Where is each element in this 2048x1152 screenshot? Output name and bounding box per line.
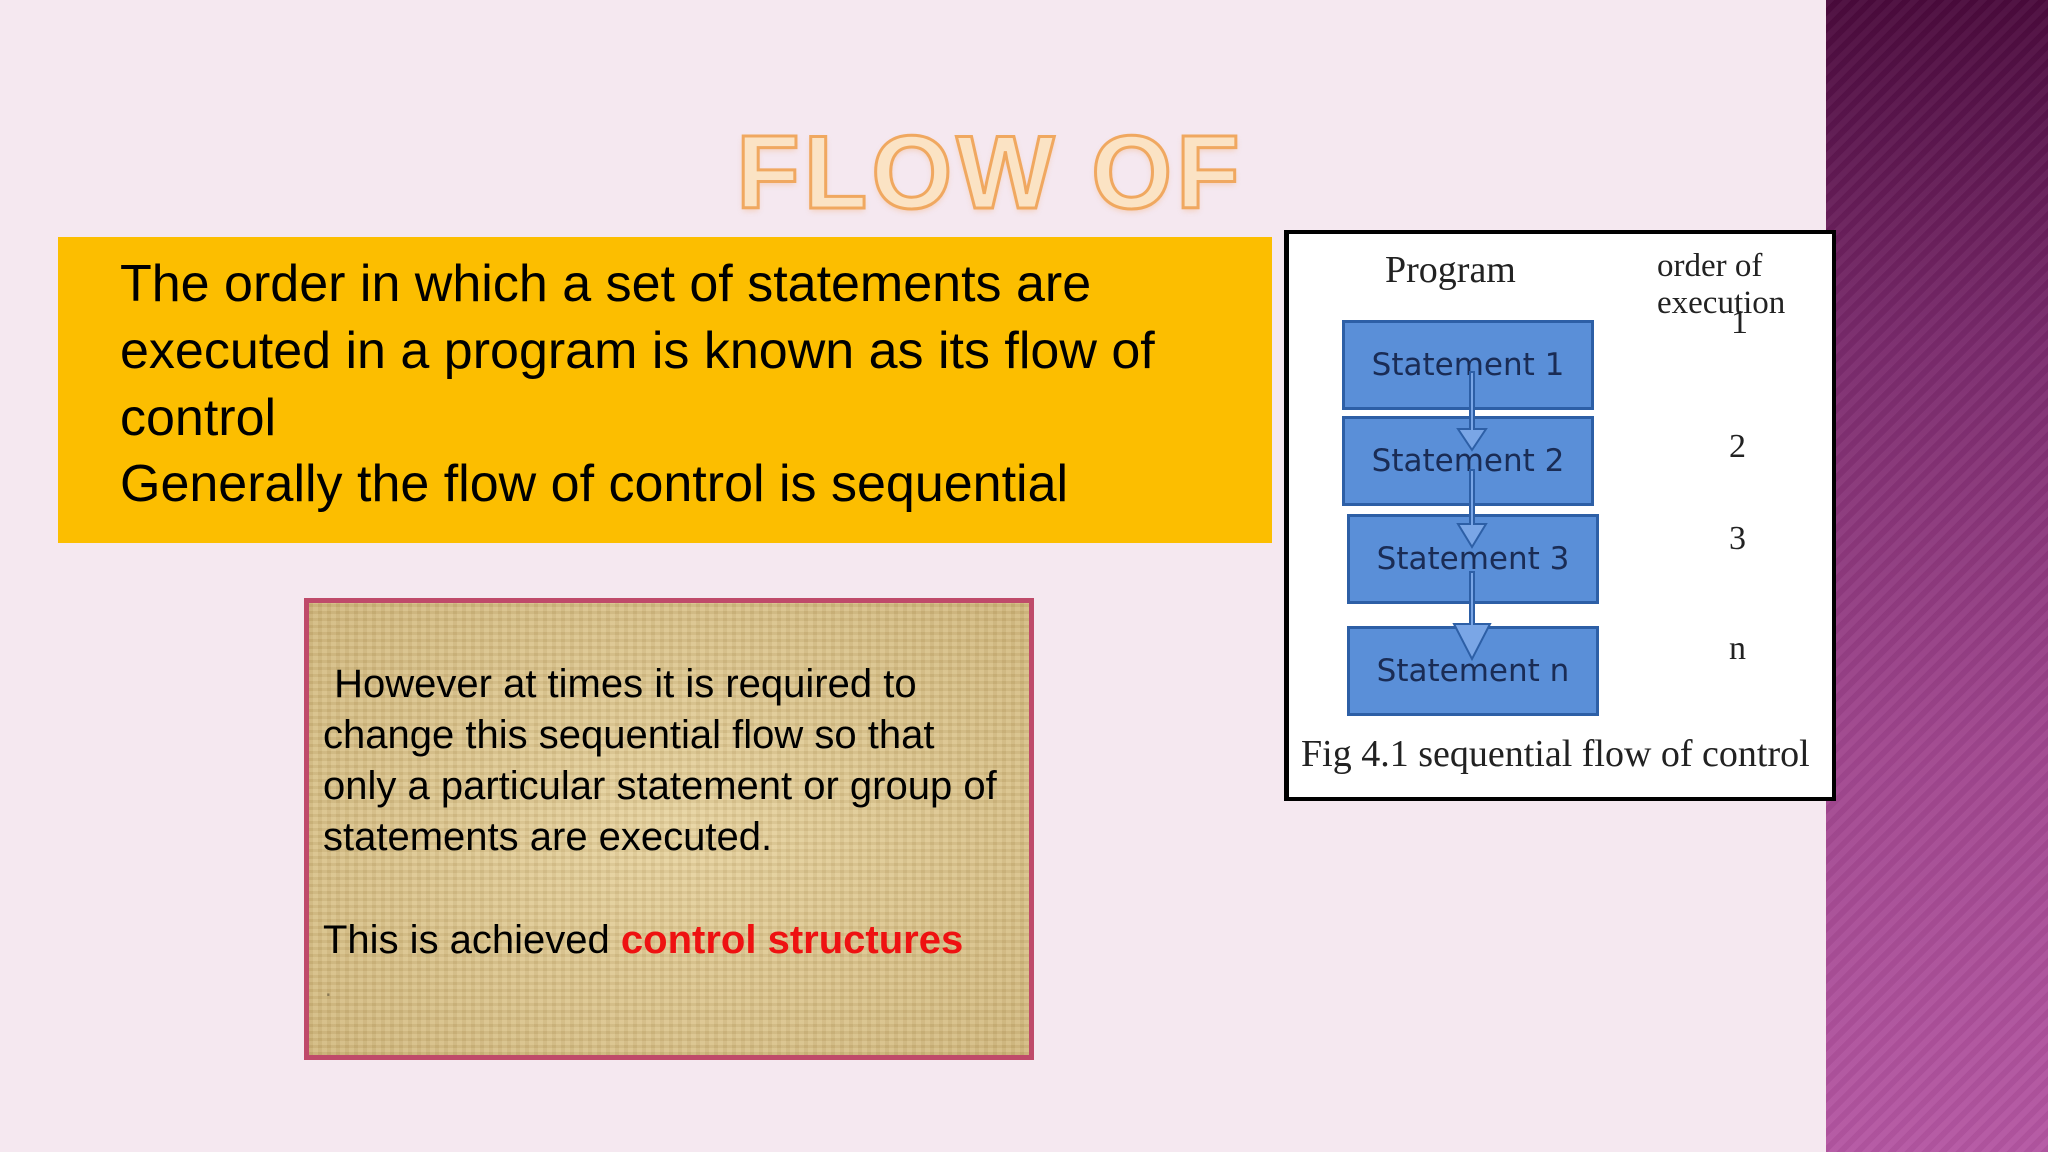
note-closing-prefix: This is achieved [323,918,610,962]
intro-text-line-1: The order in which a set of statements a… [120,255,1155,447]
order-number-n: n [1729,630,1746,667]
sequential-flow-figure: Program order of execution Statement 1 S… [1284,230,1836,801]
order-number-3: 3 [1729,520,1746,557]
decorative-side-band [1826,0,2048,1152]
flow-arrow-2 [1456,469,1488,549]
flow-arrows [1452,371,1492,662]
note-box: However at times it is required to chang… [304,598,1034,1060]
intro-text-line-2: Generally the flow of control is sequent… [120,455,1069,513]
note-closing: This is achieved control structures [323,915,1023,966]
order-number-1: 1 [1731,304,1748,341]
flow-arrow-3 [1452,571,1492,662]
figure-header-program: Program [1385,249,1516,291]
figure-header-order: order of execution [1657,248,1786,321]
note-text-body: However at times it is required to chang… [323,662,997,859]
note-text: However at times it is required to chang… [323,659,1013,863]
note-trailing-dot: . [325,975,332,1002]
slide-title: FLOW OF CONTROL [717,115,1258,340]
note-highlight: control structures [620,918,964,962]
intro-box: The order in which a set of statements a… [58,237,1272,543]
order-number-2: 2 [1729,428,1746,465]
flow-arrow-1 [1456,371,1488,452]
figure-caption: Fig 4.1 sequential flow of control [1301,733,1810,775]
statement-box-1: Statement 1 [1342,320,1594,410]
